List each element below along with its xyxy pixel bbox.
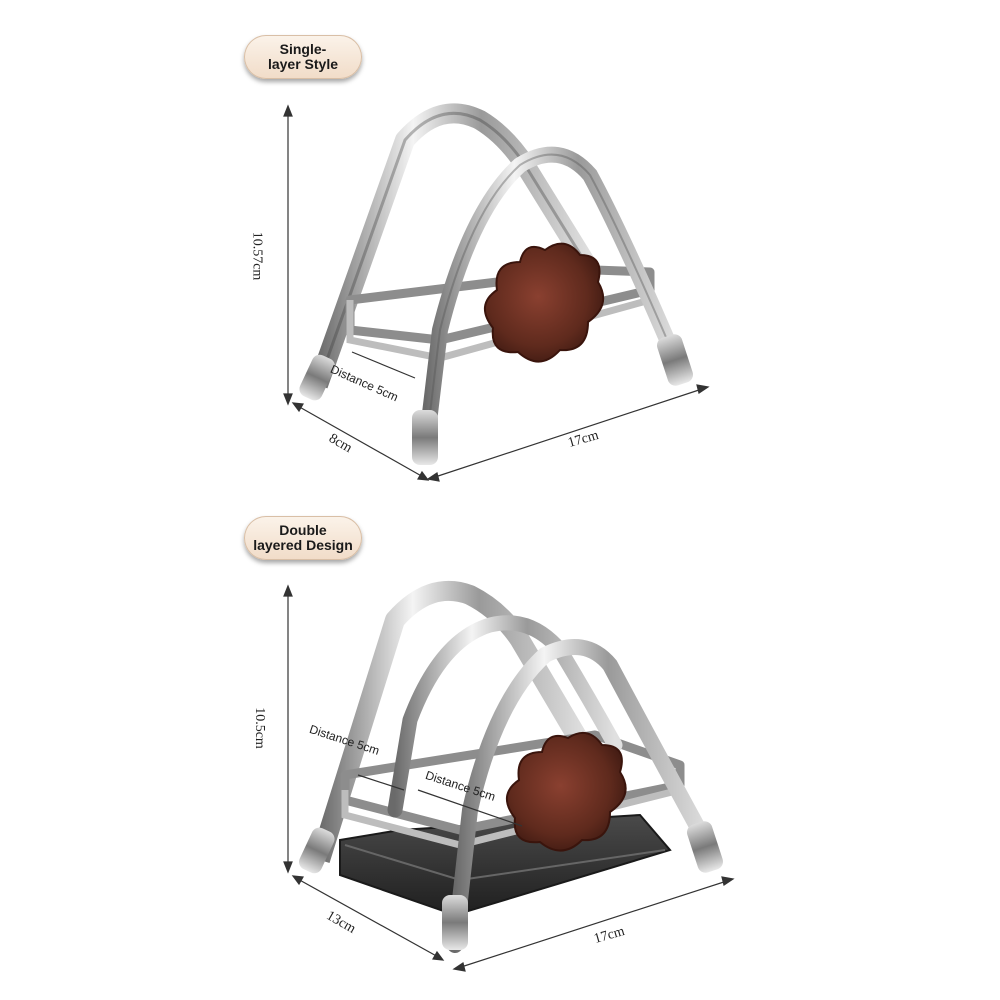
single-layer-rack bbox=[299, 103, 694, 465]
badge-line-1: Single- bbox=[279, 41, 327, 57]
back-arch bbox=[308, 103, 599, 389]
badge-line-2: layer Style bbox=[267, 56, 339, 72]
badge-line-1: Double bbox=[279, 522, 327, 538]
depth-line bbox=[295, 877, 441, 959]
wood-flower-ornament bbox=[506, 731, 627, 852]
double-dimension-lines bbox=[283, 584, 735, 972]
middle-arch bbox=[387, 615, 623, 818]
foot bbox=[656, 334, 694, 386]
distance-line bbox=[351, 351, 416, 379]
double-height-label: 10.5cm bbox=[251, 707, 267, 749]
single-dimension-lines bbox=[283, 104, 710, 482]
double-layer-rack bbox=[299, 580, 724, 953]
foot bbox=[299, 827, 335, 874]
foot bbox=[686, 821, 724, 873]
double-layer-badge: Double layered Design bbox=[244, 516, 362, 560]
distance-line-a bbox=[357, 774, 405, 791]
width-line bbox=[431, 387, 706, 479]
distance-line-b bbox=[417, 789, 523, 827]
single-layer-badge: Single- layer Style bbox=[244, 35, 362, 79]
width-line bbox=[457, 879, 731, 969]
wood-flower-ornament bbox=[484, 242, 605, 363]
foot bbox=[442, 895, 468, 950]
foot bbox=[299, 354, 335, 401]
front-arch bbox=[447, 639, 718, 953]
single-height-label: 10.57cm bbox=[249, 231, 265, 281]
front-arch bbox=[417, 146, 688, 463]
foot bbox=[412, 410, 438, 465]
badge-line-2: layered Design bbox=[253, 537, 353, 553]
depth-line bbox=[295, 404, 426, 479]
